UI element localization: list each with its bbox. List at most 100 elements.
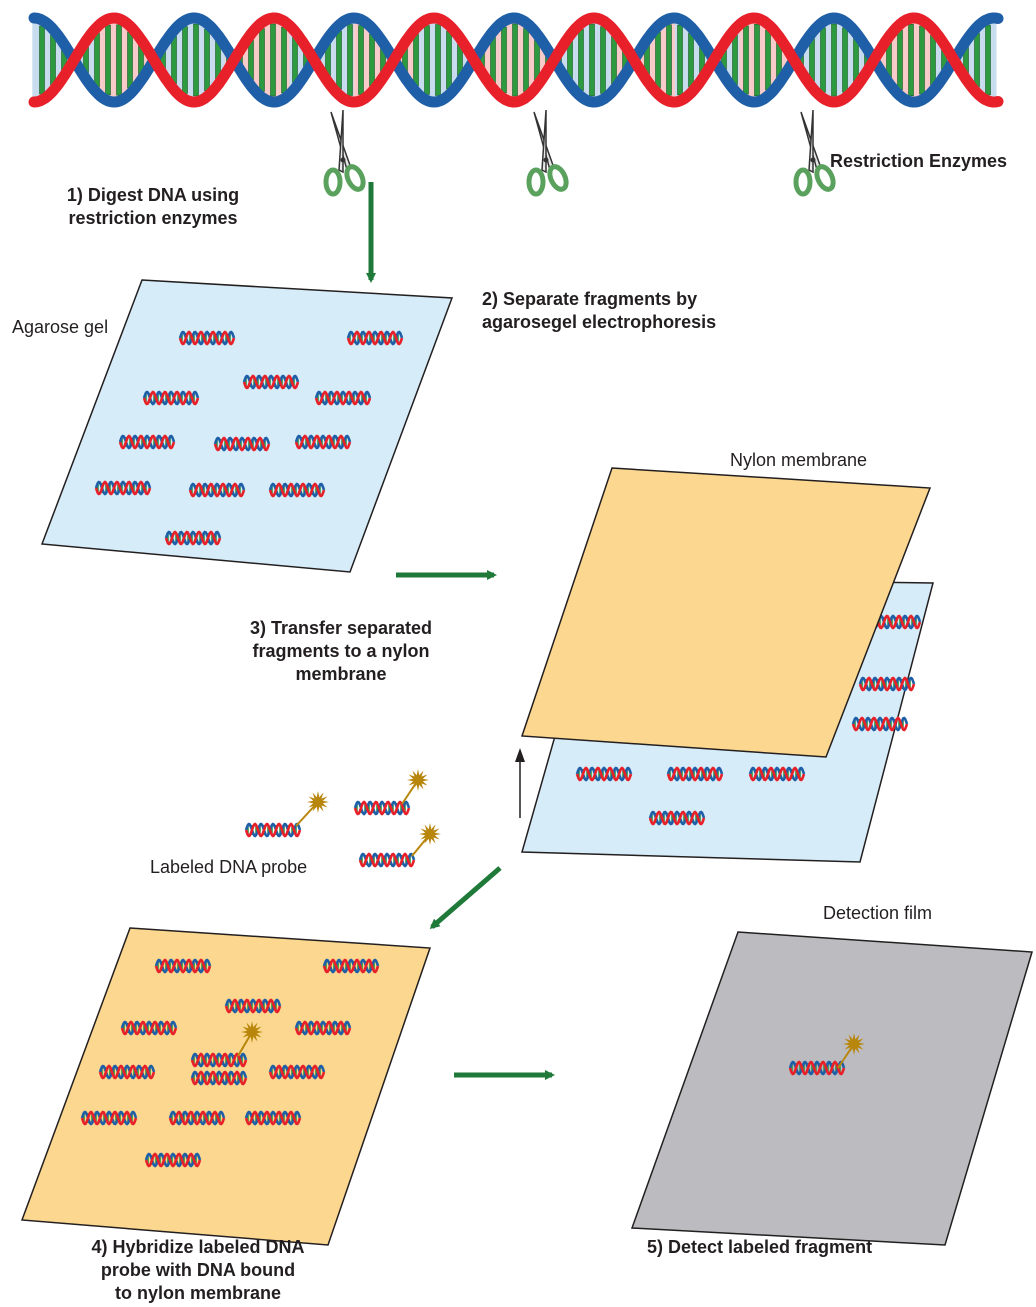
dna-fragment-icon [346,330,404,346]
arrow-transfer-to-hybridize [429,866,502,929]
strand-blue [28,12,1004,108]
base-pair-rung [39,25,45,95]
base-pair-rung [974,32,980,88]
dna-fragment-icon [168,1110,226,1126]
base-pair-rung [116,24,122,96]
base-pair-rung [127,31,133,89]
dna-fragment-icon [242,374,300,390]
scissors-handle [344,164,366,192]
step1-label: 1) Digest DNA using restriction enzymes [38,184,268,230]
step3-line1: 3) Transfer separated [249,618,433,638]
dna-fragment-icon [353,800,411,816]
base-pair-rung [369,33,375,87]
base-pair-rung [666,24,672,96]
step2-line2: agarosegel electrophoresis [482,312,717,332]
dna-fragment-icon [190,1052,248,1068]
dna-fragment-icon [268,1064,326,1080]
dna-fragment-icon [224,998,282,1014]
dna-fragment-icon [788,1060,846,1076]
base-pair-rung [677,24,683,96]
strand-red [28,12,1004,108]
base-pair-rung [204,29,210,91]
scissors-handle [323,167,343,197]
step1-line1: 1) Digest DNA using [66,185,240,205]
hybridized-membrane-sheet [20,927,432,1246]
dna-fragment-icon [80,1110,138,1126]
base-pair-rung [105,24,111,96]
base-pair-rung [193,23,199,97]
gel-fragments [94,330,404,546]
base-pair-rung [655,31,661,89]
base-pair-rung [765,29,771,91]
dna-fragment-icon [648,810,706,826]
base-pair-rung [820,27,826,93]
base-pair-rung [908,23,914,97]
probe-label-icon [411,823,441,857]
dna-fragment-icon [244,822,302,838]
probe-label-icon [401,769,429,805]
probe-label-icon [837,1033,865,1069]
base-pair-rung [842,27,848,93]
dna-fragment-icon [98,1064,156,1080]
dna-fragment-icon [314,390,372,406]
dna-fragment-icon [154,958,212,974]
scissors-pivot [810,157,816,163]
base-pair-rung [512,23,518,97]
scissors-icon [526,109,569,197]
dna-fragment-icon [294,1020,352,1036]
dna-fragment-icon [294,434,352,450]
dna-fragment-icon [358,852,416,868]
dna-fragment-icon [188,482,246,498]
base-pair-rung [413,33,419,87]
dna-fragment-icon [748,766,806,782]
agarose-gel-sheet [40,279,454,573]
base-pair-rung [292,37,298,83]
base-pair-rung [435,24,441,96]
step3-line3: membrane [295,664,387,684]
dna-fragment-icon [94,480,152,496]
base-pair-rung [259,28,265,92]
base-pair-rung [589,23,595,97]
base-pair-rung [490,37,496,83]
base-pair-rung [534,39,540,81]
base-pair-rung [754,23,760,97]
base-pair-rung [897,29,903,91]
step2-line1: 2) Separate fragments by [482,289,698,309]
labeled-probe-label: Labeled DNA probe [150,857,308,877]
dna-fragment-icon [144,1152,202,1168]
scissors-handle [814,164,836,192]
dna-fragment-icon [322,958,380,974]
scissors-handle [793,167,813,197]
base-pair-rung [688,32,694,88]
dna-double-helix [28,12,1004,108]
base-pair-rung [600,26,606,94]
base-pair-rung [809,38,815,82]
base-pair-rung [732,34,738,86]
base-pair-rung [248,39,254,81]
labeled-dna-probes [244,769,441,868]
dna-fragment-icon [666,766,724,782]
scissors-blade [808,109,814,174]
dna-fragment-icon [142,390,200,406]
dna-fragment-icon [164,530,222,546]
step1-line2: restriction enzymes [68,208,238,228]
agarose-gel-label: Agarose gel [12,317,109,337]
hybridized-fragments [80,958,380,1168]
base-pair-rung [919,25,925,95]
dna-fragment-icon [858,676,916,692]
base-pair-rung [50,34,56,86]
detected-fragment [788,1033,865,1076]
step2-label: 2) Separate fragments by agarosegel elec… [482,288,716,334]
scissors-icon [793,109,836,197]
base-pair-rung [446,30,452,90]
restriction-enzymes-label: Restriction Enzymes [830,151,1008,171]
arrow-membrane-lift-head [515,748,525,762]
base-pair-rung [611,36,617,84]
base-pair-rung [930,34,936,86]
nylon-membrane-label: Nylon membrane [730,450,868,470]
dna-fragment-icon [851,716,909,732]
base-pair-rung [831,23,837,97]
scissors-handle [547,164,569,192]
scissors-pivot [340,157,346,163]
